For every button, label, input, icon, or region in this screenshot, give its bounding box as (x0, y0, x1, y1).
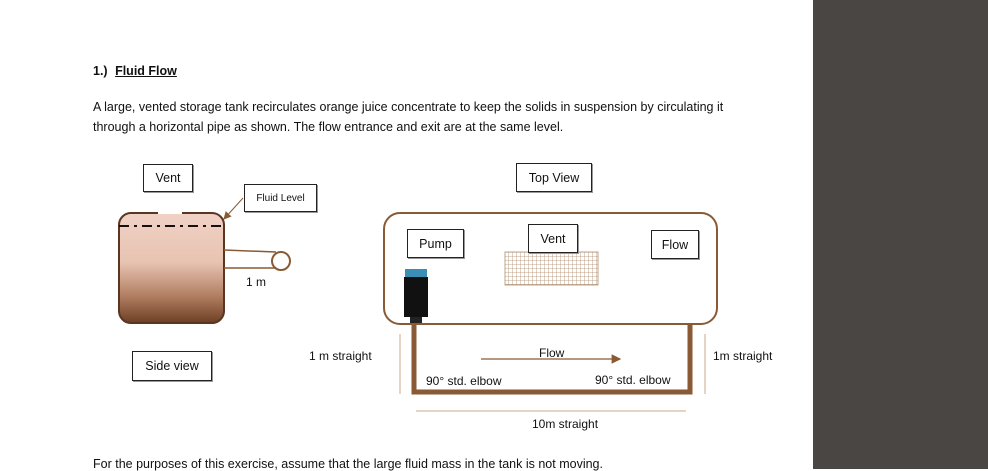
storage-tank (118, 212, 225, 324)
flow-arrow-label: Flow (539, 346, 565, 360)
fluid-level-box: Fluid Level (244, 184, 317, 212)
flow-box-label: Flow (661, 237, 689, 252)
left-elbow-label: 90° std. elbow (426, 374, 502, 388)
pump-label: Pump (419, 236, 452, 251)
window-side-panel (813, 0, 988, 469)
problem-paragraph: A large, vented storage tank recirculate… (93, 100, 724, 134)
pipe-length-label: 1 m (246, 275, 267, 289)
vent-grid (504, 251, 599, 286)
top-view-box: Top View (516, 163, 592, 192)
pump-motor-cap (405, 269, 427, 277)
outlet-pipe-top (223, 249, 277, 253)
flow-box: Flow (651, 230, 699, 259)
fluid-level-label: Fluid Level (256, 192, 305, 204)
pump-body (404, 277, 428, 317)
bottom-straight-label: 10m straight (532, 417, 599, 431)
section-heading: 1.) Fluid Flow (93, 64, 177, 78)
flow-diagram (118, 197, 718, 412)
right-straight-label: 1m straight (713, 349, 773, 363)
pump-base (410, 317, 422, 323)
vent-label-box: Vent (143, 164, 193, 192)
vent-top-box: Vent (528, 224, 578, 253)
pump-box: Pump (407, 229, 464, 258)
section-number: 1.) (93, 64, 108, 78)
section-title: Fluid Flow (115, 64, 177, 78)
right-elbow-label: 90° std. elbow (595, 373, 671, 387)
fluid-level-pointer (223, 197, 244, 220)
recirculation-pipe (411, 324, 693, 395)
left-straight-label: 1 m straight (309, 349, 372, 363)
top-view-label: Top View (528, 170, 580, 185)
side-view-box: Side view (132, 351, 212, 381)
side-view-label: Side view (145, 359, 199, 373)
outlet-pipe-end (271, 251, 291, 271)
vent-top-label: Vent (540, 231, 566, 246)
vent-label: Vent (155, 171, 181, 185)
assumption-text: For the purposes of this exercise, assum… (93, 457, 603, 471)
